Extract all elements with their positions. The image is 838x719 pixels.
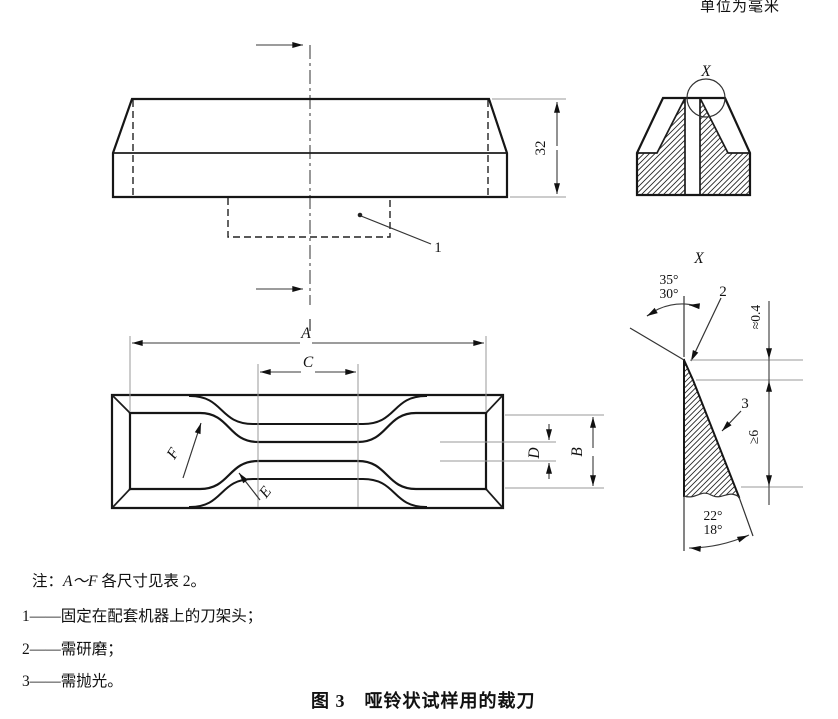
part-label-3: 3 — [741, 396, 749, 412]
leader-2-line — [690, 297, 722, 362]
dim-d-label: D — [526, 447, 543, 459]
dim-c-extension-lines — [257, 364, 359, 507]
dim-32-label: 32 — [533, 141, 549, 156]
note-range: A～F — [63, 573, 98, 590]
angle-30-label: 30° — [660, 286, 679, 301]
plan-corner-miters — [111, 394, 504, 509]
note-suffix: 各尺寸见表 2。 — [97, 573, 206, 590]
legend-item-2: 2——需研磨； — [22, 641, 123, 658]
angle-35-30-arrow-left — [646, 307, 658, 317]
blade-tip-edges — [682, 358, 741, 499]
holder-hidden-outline — [227, 198, 391, 238]
leader-e-line — [238, 472, 261, 501]
dim-d-extension-lines — [440, 441, 556, 462]
section-hatch-right — [700, 98, 750, 194]
angle-35-30-arc — [646, 303, 698, 317]
blade-outer-contour-top — [188, 394, 428, 425]
note-prefix: 注： — [32, 573, 64, 590]
dim-approx-04-label: ≈0.4 — [748, 305, 763, 330]
detail-x-view: X 35° 30° 2 3 22° 18° — [629, 250, 803, 552]
units-note: 单位为毫米 — [700, 0, 781, 15]
part-label-1: 1 — [434, 240, 442, 256]
angle-22-label: 22° — [704, 508, 723, 523]
blade-break-wavy-line — [683, 492, 740, 498]
dim-a-label: A — [300, 325, 311, 342]
dim-b-extension-lines — [505, 414, 604, 489]
dim-f-label: F — [163, 445, 183, 463]
blade-inner-contour-top — [128, 411, 488, 444]
leader-1-line — [360, 215, 432, 245]
angle-22-18-arrow-left — [689, 545, 701, 552]
legend-item-1: 1——固定在配套机器上的刀架头； — [22, 608, 263, 625]
construction-lines — [629, 296, 754, 551]
plan-inner-end-edges — [128, 411, 488, 491]
leader-3-line — [721, 410, 742, 432]
angle-18-label: 18° — [704, 522, 723, 537]
angle-35-30-arrow-right — [688, 303, 700, 310]
detail-x-callout-circle — [686, 78, 726, 118]
dim-c-label: C — [303, 354, 314, 371]
dim-b-label: B — [569, 447, 586, 457]
hidden-bevel-edges — [132, 100, 489, 196]
angle-35-label: 35° — [660, 272, 679, 287]
detail-x-callout-label: X — [700, 63, 711, 80]
detail-x-title: X — [693, 250, 704, 267]
blade-inner-contour-bottom — [128, 459, 488, 491]
cutter-plan-view: A C D B E F — [110, 325, 604, 510]
part-label-2: 2 — [719, 284, 727, 300]
cutter-end-section-view: X — [635, 63, 752, 197]
note-dimensions: 注：A～F 各尺寸见表 2。 — [32, 569, 206, 591]
legend-item-3: 3——需抛光。 — [22, 673, 123, 690]
dim-32-extension-lines — [492, 98, 566, 198]
detail-extension-lines — [690, 359, 803, 488]
dim-a-extension-lines — [129, 336, 487, 411]
blade-outer-contour-bottom — [188, 478, 428, 509]
figure-caption: 图 3 哑铃状试样用的裁刀 — [311, 691, 536, 711]
leader-f-line — [182, 422, 202, 479]
cutter-side-view: 1 32 — [111, 42, 566, 331]
angle-22-18-arrow-right — [736, 534, 749, 543]
section-inner-edges — [637, 97, 750, 194]
dim-min-6-label: ≥6 — [746, 430, 761, 444]
